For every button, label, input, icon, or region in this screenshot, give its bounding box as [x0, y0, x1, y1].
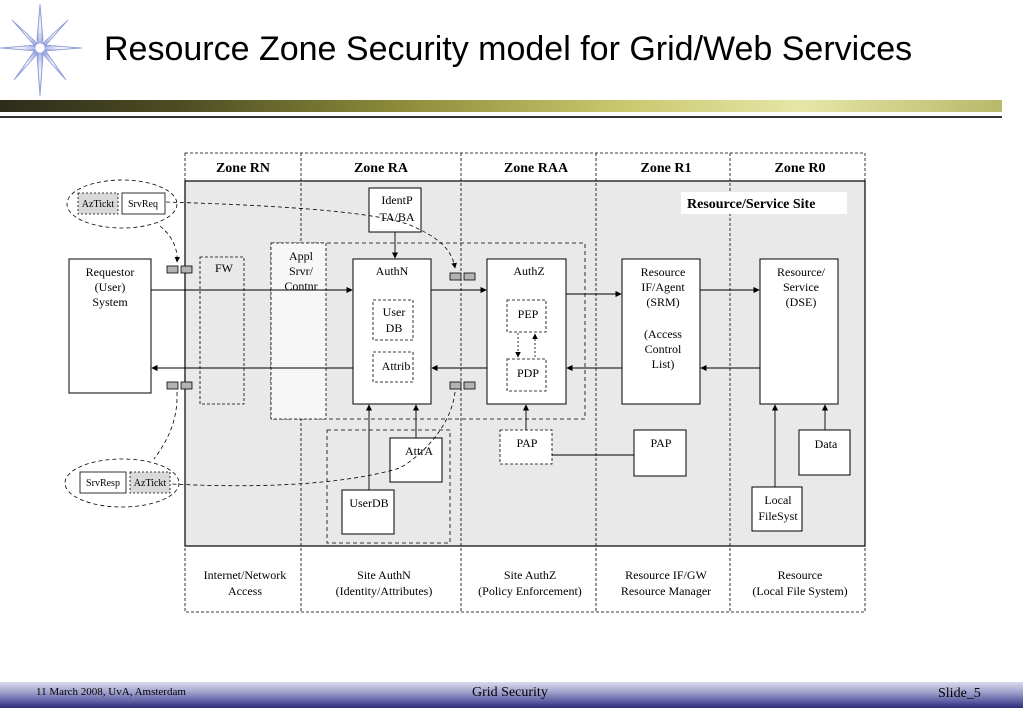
zone-ra-label: Zone RA	[354, 161, 409, 176]
firewall-box	[199, 256, 245, 405]
request-srvreq-box	[121, 192, 166, 215]
footer-title: Grid Security	[472, 685, 548, 700]
local-fs-line-2: FileSyst	[758, 509, 798, 523]
zone-r1-desc-1: Resource IF/GW	[625, 568, 707, 582]
identp-box	[368, 187, 422, 233]
attra-box	[389, 437, 443, 483]
zone-r0-label: Zone R0	[775, 161, 826, 176]
pap-authz-label: PAP	[517, 436, 538, 450]
local-fs-box	[751, 486, 803, 532]
resource-if-line-1: Resource	[641, 265, 686, 279]
attrib-box	[372, 351, 414, 383]
data-box	[798, 429, 851, 476]
zone-r0-desc-1: Resource	[778, 568, 823, 582]
title-divider	[0, 116, 1002, 118]
resource-service-line-2: Service	[783, 280, 819, 294]
pdp-box	[506, 358, 547, 392]
local-fs-line-1: Local	[764, 493, 792, 507]
zone-dividers	[300, 153, 731, 612]
pap-r1-label: PAP	[651, 436, 672, 450]
zone-ra-desc-2: (Identity/Attributes)	[336, 584, 433, 598]
zone-raa-label: Zone RAA	[504, 161, 569, 176]
appl-server-box	[270, 242, 327, 420]
authz-label: AuthZ	[513, 264, 544, 278]
appl-server-line-1: Appl	[289, 249, 314, 263]
resource-if-line-5: (Access	[644, 327, 682, 341]
attra-label: AttrA	[405, 444, 433, 458]
resource-if-line-2: IF/Agent	[641, 280, 685, 294]
response-azticket-box	[129, 471, 171, 494]
response-srvresp-label: SrvResp	[86, 478, 120, 489]
user-db-inner-line-1: User	[383, 305, 406, 319]
zone-rn-label: Zone RN	[216, 161, 270, 176]
requestor-line-3: System	[92, 295, 128, 309]
resource-if-box	[621, 258, 701, 405]
footer-date: 11 March 2008, UvA, Amsterdam	[36, 686, 186, 698]
title-gradient-bar	[0, 100, 1002, 112]
user-db-inner-box	[372, 299, 414, 341]
starburst-logo-icon	[0, 3, 83, 97]
authn-label: AuthN	[376, 264, 409, 278]
footer-bar	[0, 682, 1023, 708]
pep-box	[506, 299, 547, 333]
zone-rn-desc-1: Internet/Network	[204, 568, 287, 582]
zone-raa-desc-2: (Policy Enforcement)	[478, 584, 582, 598]
site-label: Resource/Service Site	[687, 197, 815, 212]
request-azticket-box	[77, 192, 119, 215]
request-flow	[151, 286, 760, 298]
slide-title: Resource Zone Security model for Grid/We…	[104, 30, 913, 68]
slide-number: Slide_5	[938, 686, 981, 701]
data-label: Data	[815, 437, 838, 451]
requestor-line-1: Requestor	[86, 265, 135, 279]
gate-connectors	[166, 265, 476, 390]
resource-if-line-3: (SRM)	[646, 295, 679, 309]
resource-service-box	[759, 258, 839, 405]
zone-r0-desc-2: (Local File System)	[752, 584, 847, 598]
zone-rn-desc-2: Access	[228, 584, 262, 598]
appl-server-line-3: Contnr	[284, 279, 317, 293]
zones-frame	[184, 152, 866, 613]
response-azticket-label: AzTickt	[134, 478, 167, 489]
user-db-inner-line-2: DB	[386, 321, 403, 335]
zone-r1-desc-2: Resource Manager	[621, 584, 711, 598]
requestor-line-2: (User)	[95, 280, 126, 294]
pap-r1-box	[633, 429, 687, 477]
attribute-group	[326, 429, 451, 544]
request-srvreq-label: SrvReq	[128, 199, 158, 210]
resource-service-line-1: Resource/	[777, 265, 826, 279]
resource-if-line-6: Control	[645, 342, 682, 356]
token-paths	[153, 201, 457, 487]
pap-authz-box	[499, 429, 553, 465]
zone-r1-label: Zone R1	[641, 161, 692, 176]
userdb-box	[341, 489, 395, 535]
request-azticket-label: AzTickt	[82, 199, 115, 210]
resource-service-line-3: (DSE)	[786, 295, 817, 309]
response-srvresp-box	[79, 471, 127, 494]
requestor-box	[68, 258, 152, 394]
pdp-label: PDP	[517, 366, 539, 380]
pep-label: PEP	[518, 307, 539, 321]
identp-line-1: IdentP	[381, 193, 413, 207]
resource-if-line-7: List)	[652, 357, 675, 371]
firewall-label: FW	[215, 261, 234, 275]
zone-ra-desc-1: Site AuthN	[357, 568, 411, 582]
site-label-box	[681, 192, 847, 214]
identp-line-2: TA/BA	[379, 210, 414, 224]
zone-raa-desc-1: Site AuthZ	[504, 568, 556, 582]
appl-server-line-2: Srvr/	[289, 264, 314, 278]
userdb-label: UserDB	[349, 496, 388, 510]
attrib-label: Attrib	[382, 359, 411, 373]
